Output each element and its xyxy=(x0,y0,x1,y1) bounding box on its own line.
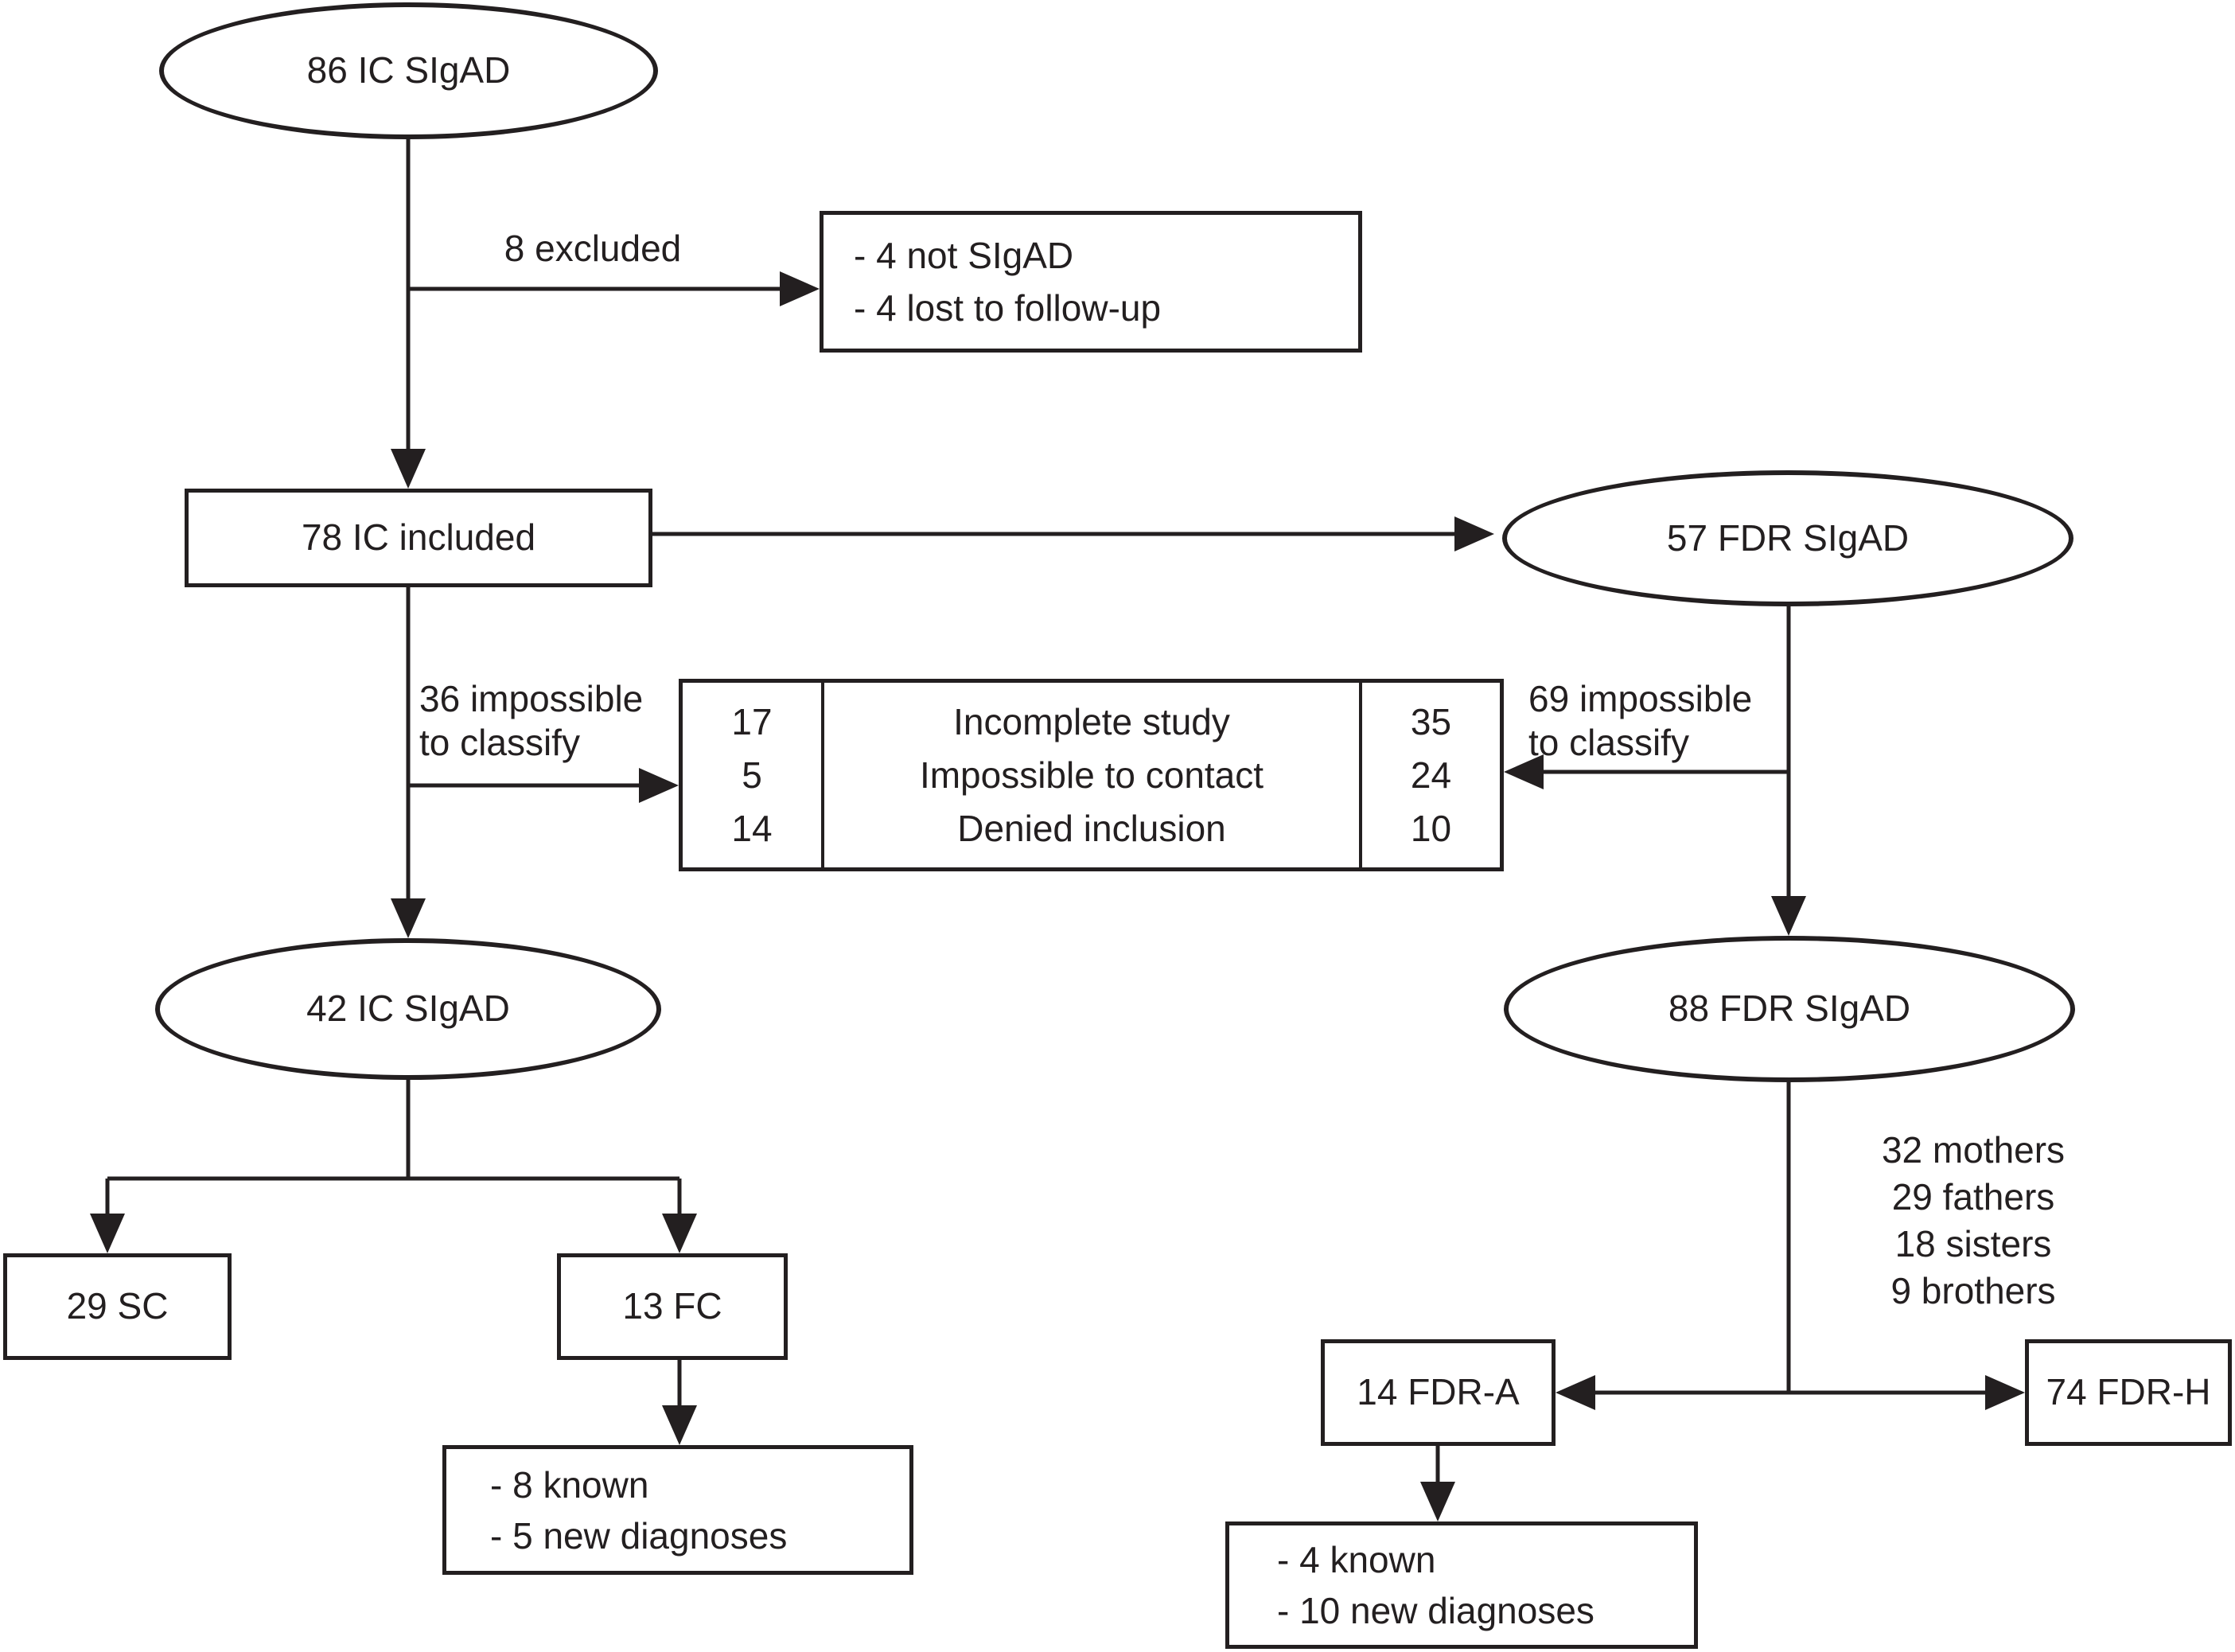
arrowhead-into-fdr88 xyxy=(1771,896,1806,936)
arrowhead-into-ic42 xyxy=(391,898,426,938)
arrowhead-into-fdra xyxy=(1556,1375,1595,1410)
sc-label: 29 SC xyxy=(66,1285,169,1327)
reasons-fdr-count-3: 10 xyxy=(1410,807,1452,849)
reasons-ic-count-1: 17 xyxy=(731,700,773,742)
fdr-impossible-label: 69 impossible to classify xyxy=(1528,677,1752,765)
reasons-fdr-counts-column: 35 24 10 xyxy=(1362,683,1500,867)
arrowhead-into-fdr57 xyxy=(1454,516,1494,551)
reasons-fdr-count-1: 35 xyxy=(1410,700,1452,742)
excluded-line-1: - 4 not SIgAD xyxy=(854,235,1074,276)
relatives-line-sisters: 18 sisters xyxy=(1894,1223,2052,1264)
fdr-a-outcome-line-2: - 10 new diagnoses xyxy=(1277,1590,1594,1631)
ic-initial-label: 86 IC SIgAD xyxy=(306,49,511,92)
fdr-initial-ellipse: 57 FDR SIgAD xyxy=(1502,470,2073,606)
reason-2: Impossible to contact xyxy=(919,754,1264,796)
arrowhead-into-fc-outcome xyxy=(662,1405,697,1445)
ic-classified-label: 42 IC SIgAD xyxy=(306,988,510,1030)
excluded-arrow-label: 8 excluded xyxy=(504,228,682,269)
reasons-ic-counts-column: 17 5 14 xyxy=(683,683,821,867)
excluded-box: - 4 not SIgAD - 4 lost to follow-up xyxy=(820,211,1362,353)
reason-1: Incomplete study xyxy=(953,700,1230,742)
ic-impossible-line-1: 36 impossible xyxy=(419,678,644,719)
ic-impossible-line-2: to classify xyxy=(419,722,580,763)
ic-included-box: 78 IC included xyxy=(185,489,652,587)
relatives-line-fathers: 29 fathers xyxy=(1891,1176,2055,1218)
fdr-h-label: 74 FDR-H xyxy=(2046,1371,2211,1413)
fc-box: 13 FC xyxy=(557,1253,788,1360)
reasons-box: 17 5 14 Incomplete study Impossible to c… xyxy=(679,679,1504,871)
relatives-line-mothers: 32 mothers xyxy=(1881,1129,2066,1171)
ic-impossible-label: 36 impossible to classify xyxy=(419,677,643,765)
arrowhead-into-sc xyxy=(90,1214,125,1253)
reason-3: Denied inclusion xyxy=(957,807,1226,849)
arrowhead-into-ic78 xyxy=(391,449,426,489)
arrowhead-into-fdrh xyxy=(1985,1375,2025,1410)
ic-initial-ellipse: 86 IC SIgAD xyxy=(159,2,658,139)
fc-outcome-line-1: - 8 known xyxy=(490,1463,649,1506)
sc-box: 29 SC xyxy=(3,1253,232,1360)
ic-classified-ellipse: 42 IC SIgAD xyxy=(155,938,661,1080)
fdr-classified-ellipse: 88 FDR SIgAD xyxy=(1504,936,2075,1082)
ic-included-label: 78 IC included xyxy=(301,516,536,559)
reasons-ic-count-2: 5 xyxy=(742,754,762,796)
reasons-text-column: Incomplete study Impossible to contact D… xyxy=(821,683,1362,867)
fc-label: 13 FC xyxy=(622,1285,722,1327)
relatives-line-brothers: 9 brothers xyxy=(1890,1270,2056,1311)
fdr-classified-label: 88 FDR SIgAD xyxy=(1668,988,1911,1030)
fdr-a-outcome-line-1: - 4 known xyxy=(1277,1539,1436,1580)
fc-outcome-line-2: - 5 new diagnoses xyxy=(490,1514,788,1557)
arrowhead-into-fc xyxy=(662,1214,697,1253)
fdr-a-outcome-box: - 4 known - 10 new diagnoses xyxy=(1225,1521,1698,1649)
arrowhead-into-excluded xyxy=(780,271,820,306)
fdr-impossible-line-2: to classify xyxy=(1528,722,1689,763)
fdr-a-label: 14 FDR-A xyxy=(1357,1371,1520,1413)
relatives-label: 32 mothers 29 fathers 18 sisters 9 broth… xyxy=(1854,1127,2093,1315)
fdr-initial-label: 57 FDR SIgAD xyxy=(1666,516,1910,559)
reasons-ic-count-3: 14 xyxy=(731,807,773,849)
fdr-impossible-line-1: 69 impossible xyxy=(1528,678,1753,719)
fc-outcome-box: - 8 known - 5 new diagnoses xyxy=(442,1445,913,1575)
excluded-line-2: - 4 lost to follow-up xyxy=(854,287,1162,329)
arrowhead-into-fdra-outcome xyxy=(1420,1482,1455,1521)
arrowhead-into-reasons-left xyxy=(639,768,679,803)
arrowhead-into-reasons-right xyxy=(1504,754,1544,789)
fdr-h-box: 74 FDR-H xyxy=(2025,1339,2232,1446)
fdr-a-box: 14 FDR-A xyxy=(1321,1339,1556,1446)
reasons-fdr-count-2: 24 xyxy=(1410,754,1452,796)
